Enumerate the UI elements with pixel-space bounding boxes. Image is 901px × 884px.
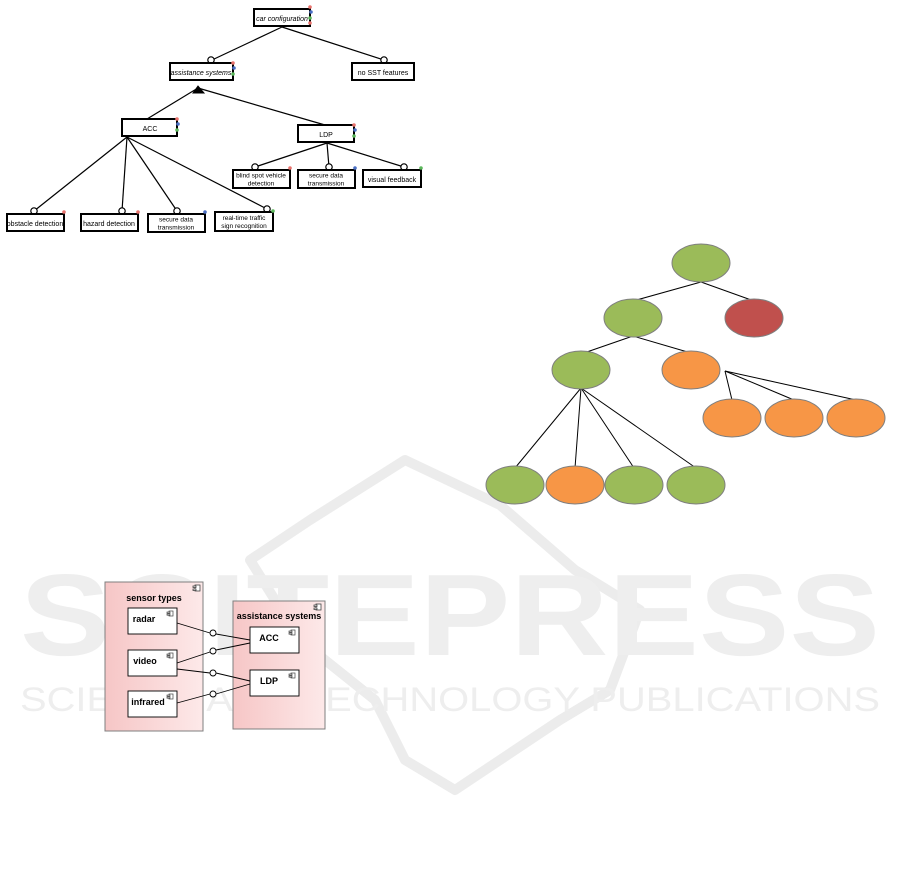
feature-root: car configuration	[253, 8, 311, 27]
component-diagram: sensor types assistance systems	[104, 581, 326, 732]
status-tree-nodes	[485, 243, 886, 505]
svg-text:infrared: infrared	[131, 697, 165, 707]
status-node-ldp	[661, 350, 721, 390]
svg-text:blind spot vehicle: blind spot vehicle	[236, 173, 286, 180]
feature-visual-feedback: visual feedback	[362, 169, 422, 188]
interface-lollipops	[209, 629, 217, 698]
feature-hazard-detection: hazard detection	[80, 213, 139, 232]
svg-text:LDP: LDP	[319, 132, 333, 139]
status-node-root	[671, 243, 731, 283]
svg-text:sign recognition: sign recognition	[221, 223, 267, 230]
status-tree-edges	[514, 281, 857, 469]
status-node-ldp-child-2	[764, 398, 824, 438]
feature-acc-secure-data: secure data transmission	[147, 213, 206, 233]
feature-model-edges	[33, 26, 405, 212]
svg-text:secure data: secure data	[309, 173, 343, 180]
component-connections	[176, 622, 251, 704]
feature-color-tags	[62, 5, 423, 214]
svg-text:sensor types: sensor types	[126, 593, 182, 603]
svg-text:obstacle detection: obstacle detection	[7, 221, 64, 228]
svg-text:LDP: LDP	[260, 676, 278, 686]
feature-ldp-secure-data: secure data transmission	[297, 169, 356, 189]
status-node-assistance	[603, 298, 663, 338]
package-assistance-systems: assistance systems	[232, 600, 326, 730]
feature-obstacle-detection: obstacle detection	[6, 213, 65, 232]
status-node-ldp-child-1	[702, 398, 762, 438]
svg-text:transmission: transmission	[158, 225, 195, 232]
svg-text:ACC: ACC	[259, 633, 279, 643]
or-group-arc	[192, 85, 206, 94]
svg-text:detection: detection	[248, 181, 275, 188]
status-tree	[485, 243, 886, 505]
component-infrared: infrared	[127, 690, 178, 718]
svg-text:transmission: transmission	[308, 181, 345, 188]
svg-text:car configuration: car configuration	[256, 16, 308, 23]
component-icon	[192, 584, 201, 592]
status-node-acc-child-1	[485, 465, 545, 505]
component-icon	[313, 603, 322, 611]
svg-text:hazard detection: hazard detection	[83, 221, 135, 228]
feature-traffic-sign: real-time traffic sign recognition	[214, 211, 274, 232]
component-ldp: LDP	[249, 669, 300, 697]
status-node-acc	[551, 350, 611, 390]
feature-model: car configuration assistance systems no …	[6, 5, 423, 233]
component-radar: radar	[127, 607, 178, 635]
feature-ldp: LDP	[297, 124, 355, 143]
component-video: video	[127, 649, 178, 677]
feature-no-sst: no SST features	[351, 62, 415, 81]
svg-text:video: video	[133, 656, 157, 666]
status-node-acc-child-4	[666, 465, 726, 505]
svg-text:real-time traffic: real-time traffic	[223, 215, 267, 222]
status-node-acc-child-3	[604, 465, 664, 505]
svg-text:radar: radar	[133, 614, 156, 624]
feature-acc: ACC	[121, 118, 178, 137]
status-node-no-sst	[724, 298, 784, 338]
svg-text:no SST features: no SST features	[358, 70, 409, 77]
status-node-acc-child-2	[545, 465, 605, 505]
feature-assistance-systems: assistance systems	[169, 62, 234, 81]
svg-text:visual feedback: visual feedback	[368, 177, 417, 184]
svg-text:ACC: ACC	[143, 126, 158, 133]
watermark-logo-shape	[245, 455, 645, 795]
svg-text:secure data: secure data	[159, 217, 193, 224]
svg-text:assistance systems: assistance systems	[237, 611, 322, 621]
status-node-ldp-child-3	[826, 398, 886, 438]
svg-text:assistance systems: assistance systems	[171, 70, 232, 77]
component-acc: ACC	[249, 626, 300, 654]
feature-blind-spot: blind spot vehicle detection	[232, 169, 291, 189]
